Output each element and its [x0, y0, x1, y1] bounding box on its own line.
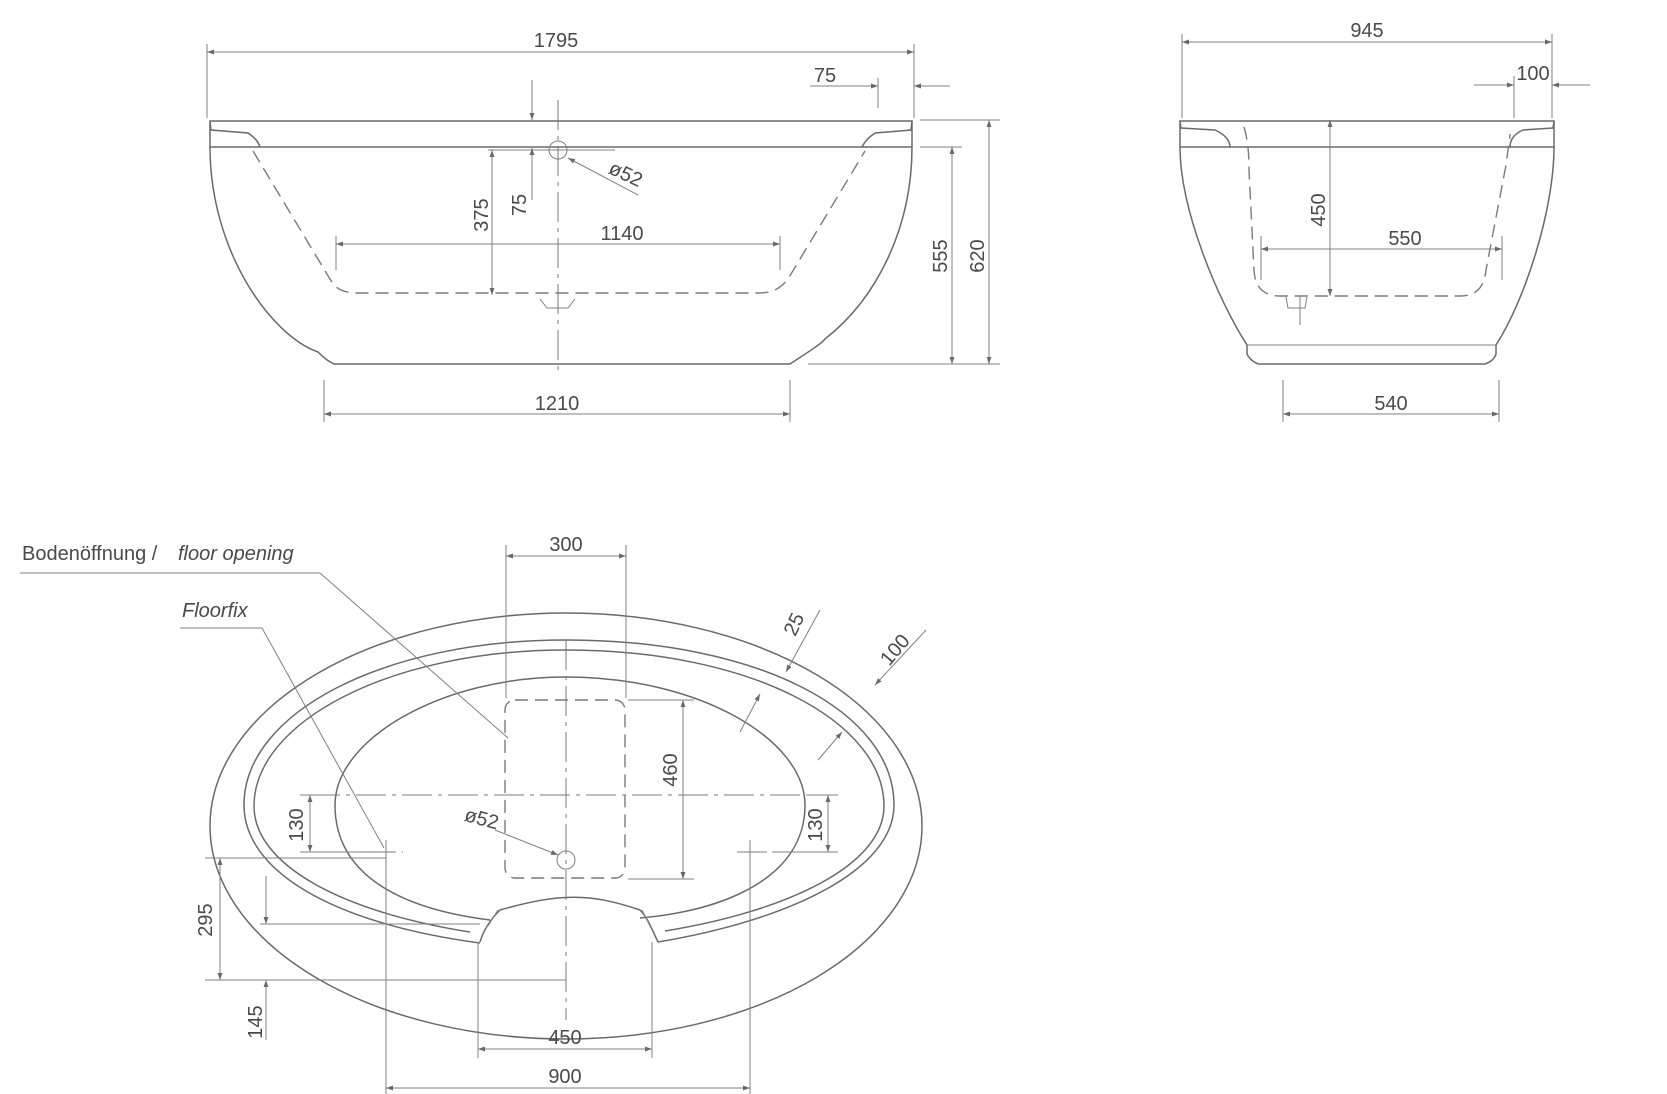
dim-end-base-width: 540	[1374, 393, 1407, 415]
plan-view: Bodenöffnung / floor opening Floorfix 30…	[20, 534, 927, 1094]
dim-side-floor-length: 1140	[600, 223, 643, 245]
side-view-outline	[209, 100, 913, 375]
dim-side-height-rim: 555	[930, 239, 952, 272]
label-floor-opening-en: floor opening	[178, 543, 294, 565]
dim-plan-floorfix-offset-right: 130	[805, 808, 827, 841]
dim-length-overall: 1795	[534, 30, 579, 52]
label-floorfix: Floorfix	[182, 600, 249, 622]
dim-side-depth-inner: 375	[471, 198, 493, 231]
dim-plan-rim-25: 25	[780, 610, 809, 639]
label-floor-opening-de: Bodenöffnung /	[22, 543, 158, 565]
dim-plan-rim-100: 100	[876, 630, 914, 670]
dim-end-floor-width: 550	[1388, 228, 1421, 250]
dim-plan-floorfix-offset-left: 130	[286, 808, 308, 841]
dim-plan-450: 450	[548, 1027, 581, 1049]
end-view-outline	[1179, 120, 1555, 365]
dim-plan-295: 295	[195, 903, 217, 936]
dim-end-rim-offset: 100	[1516, 63, 1549, 85]
dim-plan-900: 900	[548, 1066, 581, 1088]
dim-side-height-total: 620	[967, 239, 989, 272]
plan-view-outline	[209, 612, 923, 1094]
side-view: 1795 75 75 ø52 375 1140 1210 555 620	[206, 30, 1000, 422]
dim-plan-145: 145	[245, 1005, 267, 1038]
dim-plan-opening-depth: 460	[660, 753, 682, 786]
dim-end-width-overall: 945	[1350, 20, 1383, 42]
dim-end-depth-inner: 450	[1308, 193, 1330, 226]
dim-side-base-length: 1210	[535, 393, 580, 415]
dim-side-drain-dia: ø52	[605, 157, 646, 192]
dim-plan-opening-width: 300	[549, 534, 582, 556]
end-view: 945 100 450 550 540	[1179, 20, 1590, 422]
dim-plan-drain-dia: ø52	[462, 804, 501, 834]
dim-side-drain-offset: 75	[509, 194, 531, 216]
dim-side-rim-offset: 75	[814, 65, 836, 87]
